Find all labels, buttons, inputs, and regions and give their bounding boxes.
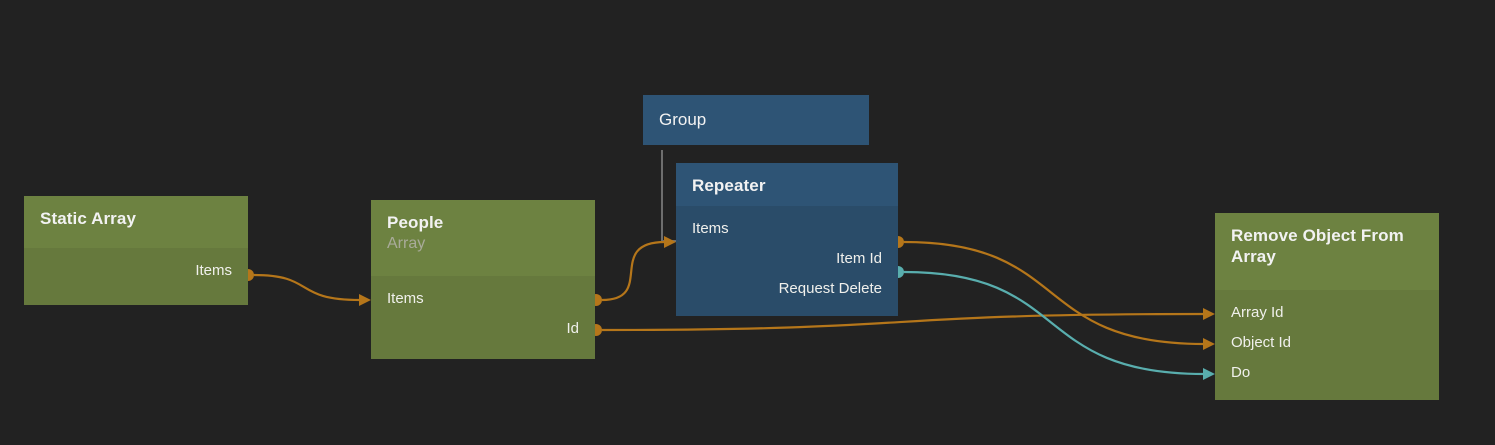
port-arrow-in[interactable] — [1203, 308, 1215, 320]
node-header-static-array[interactable]: Static Array — [24, 196, 248, 248]
port-label-array-id: Array Id — [1231, 304, 1284, 321]
port-row-static-array-items[interactable]: Items — [24, 256, 248, 286]
port-label-request-delete: Request Delete — [778, 280, 882, 297]
port-label-id: Id — [566, 320, 579, 337]
port-arrow-in[interactable] — [1203, 338, 1215, 350]
port-label-do: Do — [1231, 364, 1251, 381]
node-body-remove-object-from-array: Array Id Object Id Do — [1215, 290, 1439, 400]
edge-people-items-to-repeater-items[interactable] — [590, 236, 676, 306]
edge-path — [903, 270, 1205, 376]
port-label-object-id: Object Id — [1231, 334, 1292, 351]
node-header-repeater[interactable]: Repeater — [676, 163, 898, 206]
port-row-repeater-item-id[interactable]: Item Id — [676, 244, 898, 274]
node-body-static-array: Items — [24, 248, 248, 305]
port-row-repeater-items[interactable]: Items — [676, 214, 898, 244]
node-title-static-array: Static Array — [40, 209, 137, 228]
port-row-remove-object-from-array-do[interactable]: Do — [1215, 358, 1439, 388]
edge-path — [601, 240, 666, 302]
node-title-repeater: Repeater — [692, 176, 766, 195]
group-node[interactable]: Group — [643, 95, 869, 145]
port-row-remove-object-from-array-array-id[interactable]: Array Id — [1215, 298, 1439, 328]
port-row-remove-object-from-array-object-id[interactable]: Object Id — [1215, 328, 1439, 358]
port-arrow-in[interactable] — [1203, 368, 1215, 380]
node-title-people: People — [387, 213, 444, 232]
edge-static-items-to-people-items[interactable] — [242, 269, 371, 306]
edge-repeater-item-id-to-object-id[interactable] — [892, 236, 1215, 350]
group-node-title: Group — [659, 110, 707, 129]
edge-path — [253, 273, 361, 302]
port-label-items: Items — [195, 262, 232, 279]
port-row-people-items[interactable]: Items — [371, 284, 595, 314]
edge-path — [903, 240, 1205, 346]
port-label-item-id: Item Id — [836, 250, 882, 267]
port-label-items: Items — [692, 220, 729, 237]
port-row-repeater-request-delete[interactable]: Request Delete — [676, 274, 898, 304]
port-label-items: Items — [387, 290, 424, 307]
edge-path — [601, 312, 1205, 332]
node-subtitle-people: Array — [387, 235, 426, 252]
port-row-people-id[interactable]: Id — [371, 314, 595, 344]
port-arrow-in[interactable] — [359, 294, 371, 306]
edge-repeater-request-delete-to-do[interactable] — [892, 266, 1215, 380]
node-header-remove-object-from-array[interactable]: Remove Object From Array — [1215, 213, 1439, 290]
node-title-remove-object-from-array: Remove Object From Array — [1231, 226, 1404, 266]
group-bracket — [661, 150, 676, 242]
